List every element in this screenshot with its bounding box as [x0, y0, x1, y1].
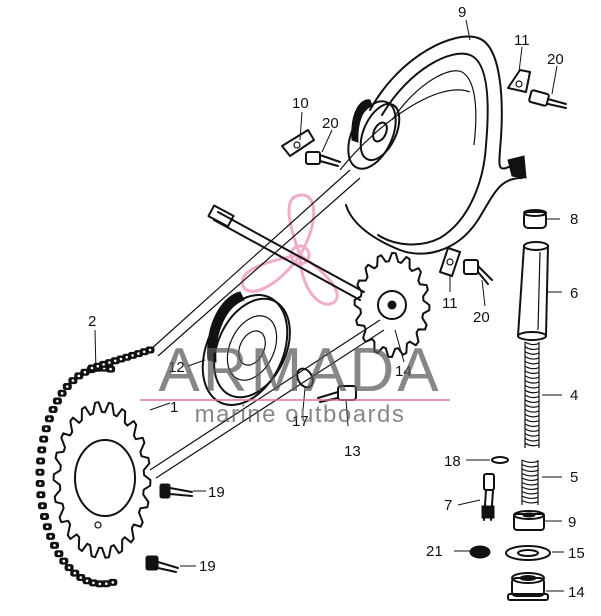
stud — [481, 473, 495, 521]
bracket-upper — [507, 69, 531, 93]
callout-12: 12 — [168, 359, 185, 376]
callout-20c: 20 — [473, 309, 490, 326]
callout-20b: 20 — [322, 115, 339, 132]
cap — [523, 209, 547, 229]
bolt-upper-right — [528, 89, 567, 109]
callout-9: 9 — [568, 514, 576, 531]
sleeve — [517, 241, 549, 341]
driven-pulley — [201, 291, 291, 406]
callout-numbers: 9 11 20 10 20 8 6 11 20 2 12 14 4 1 17 1… — [88, 4, 585, 601]
propeller-icon — [240, 193, 339, 306]
bracket-left — [281, 129, 315, 157]
callout-3: 9 — [458, 4, 466, 21]
callout-15: 14 — [568, 584, 585, 601]
callout-16: 15 — [568, 545, 585, 562]
callout-17: 17 — [292, 413, 309, 430]
callout-8: 8 — [570, 211, 578, 228]
watermark: ARMADA marine outboards — [140, 336, 450, 428]
clip — [491, 456, 509, 464]
spring-long — [524, 341, 540, 448]
drive-chain — [35, 346, 155, 588]
washer-small — [296, 367, 314, 389]
chain-case-cover — [345, 35, 527, 255]
callout-7: 7 — [444, 497, 452, 514]
sprocket-bolt-lower — [145, 555, 179, 573]
rear-sprocket — [52, 401, 152, 559]
watermark-brand: ARMADA — [158, 336, 441, 405]
plug-bolt — [507, 572, 549, 601]
callout-5: 5 — [570, 469, 578, 486]
spring-short — [521, 459, 539, 505]
leader-lines — [94, 19, 564, 592]
drive-shaft — [207, 204, 365, 301]
callout-11b: 11 — [442, 295, 458, 312]
bracket-lower — [439, 247, 461, 277]
callout-10: 10 — [292, 95, 309, 112]
callout-19a: 19 — [208, 484, 225, 501]
chain-runs — [149, 89, 471, 479]
nut-small — [469, 545, 491, 559]
callout-14: 14 — [395, 363, 412, 380]
callout-18: 18 — [444, 453, 461, 470]
washer-large — [505, 545, 551, 561]
callout-20a: 20 — [547, 51, 564, 68]
callout-1: 1 — [170, 399, 178, 416]
callout-2: 2 — [88, 313, 96, 330]
callout-19b: 19 — [199, 558, 216, 575]
idler-pulley-upper — [347, 99, 401, 170]
callout-11a: 11 — [514, 32, 530, 49]
sprocket-bolt-upper — [159, 483, 193, 499]
adjuster-nut — [513, 510, 545, 531]
callout-13: 13 — [344, 443, 361, 460]
bolt-left — [305, 151, 341, 167]
bolt-lower-right — [463, 259, 493, 285]
callout-6: 6 — [570, 285, 578, 302]
callout-4: 4 — [570, 387, 578, 404]
watermark-tagline: marine outboards — [195, 401, 406, 428]
drive-sprocket — [353, 252, 431, 358]
callout-21: 21 — [426, 543, 443, 560]
